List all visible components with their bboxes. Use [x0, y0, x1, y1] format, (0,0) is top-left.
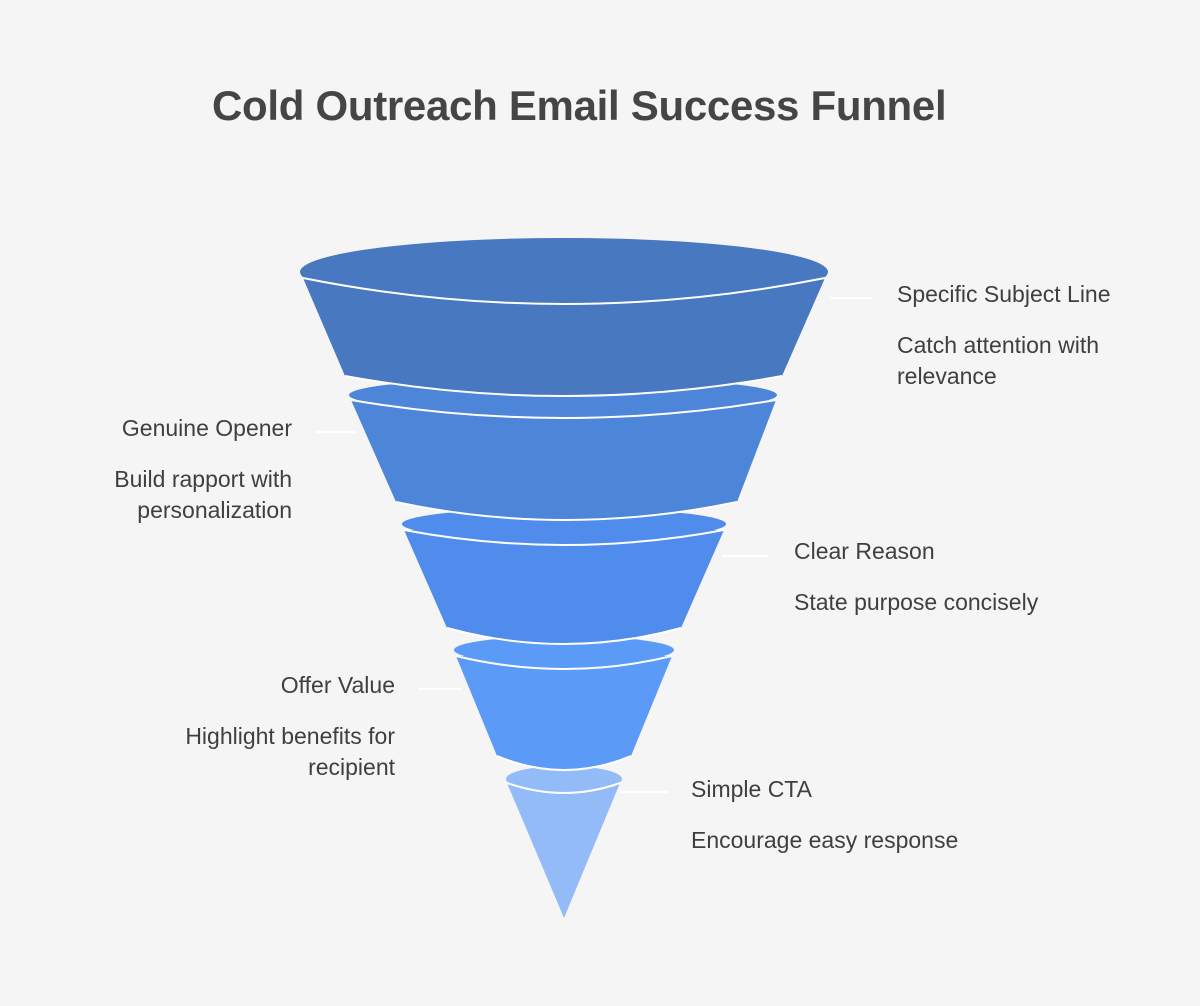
stage-heading-3: Clear Reason	[794, 538, 935, 564]
stage-label-5: Simple CTA Encourage easy response	[691, 774, 958, 856]
stage-desc-1: Catch attention with relevance	[897, 330, 1111, 392]
stage-desc-1-line-2: relevance	[897, 363, 997, 389]
stage-desc-2: Build rapport with personalization	[114, 464, 292, 526]
funnel-segment-5	[506, 766, 622, 918]
stage-desc-4: Highlight benefits for recipient	[185, 721, 395, 783]
funnel-segment-4	[454, 636, 674, 771]
stage-heading-2: Genuine Opener	[121, 415, 292, 441]
stage-desc-4-line-2: recipient	[308, 754, 395, 780]
stage-desc-1-line-1: Catch attention with	[897, 332, 1100, 358]
stage-desc-3: State purpose concisely	[794, 587, 1038, 618]
stage-desc-2-line-2: personalization	[137, 497, 292, 523]
stage-label-2: Genuine Opener Build rapport with person…	[114, 413, 292, 526]
stage-label-3: Clear Reason State purpose concisely	[794, 536, 1038, 618]
stage-desc-4-line-1: Highlight benefits for	[185, 723, 395, 749]
stage-desc-2-line-1: Build rapport with	[114, 466, 292, 492]
stage-heading-1: Specific Subject Line	[897, 281, 1111, 307]
stage-label-1: Specific Subject Line Catch attention wi…	[897, 279, 1111, 392]
funnel-segment-1	[300, 238, 828, 397]
stage-desc-5: Encourage easy response	[691, 825, 958, 856]
stage-desc-5-line-1: Encourage easy response	[691, 827, 959, 853]
funnel-segment-3	[402, 508, 726, 645]
funnel-segment-2	[349, 377, 777, 521]
stage-desc-3-line-1: State purpose concisely	[794, 589, 1039, 615]
stage-label-4: Offer Value Highlight benefits for recip…	[185, 670, 395, 783]
stage-heading-5: Simple CTA	[691, 776, 812, 802]
stage-heading-4: Offer Value	[280, 672, 395, 698]
diagram-title: Cold Outreach Email Success Funnel	[212, 82, 947, 129]
